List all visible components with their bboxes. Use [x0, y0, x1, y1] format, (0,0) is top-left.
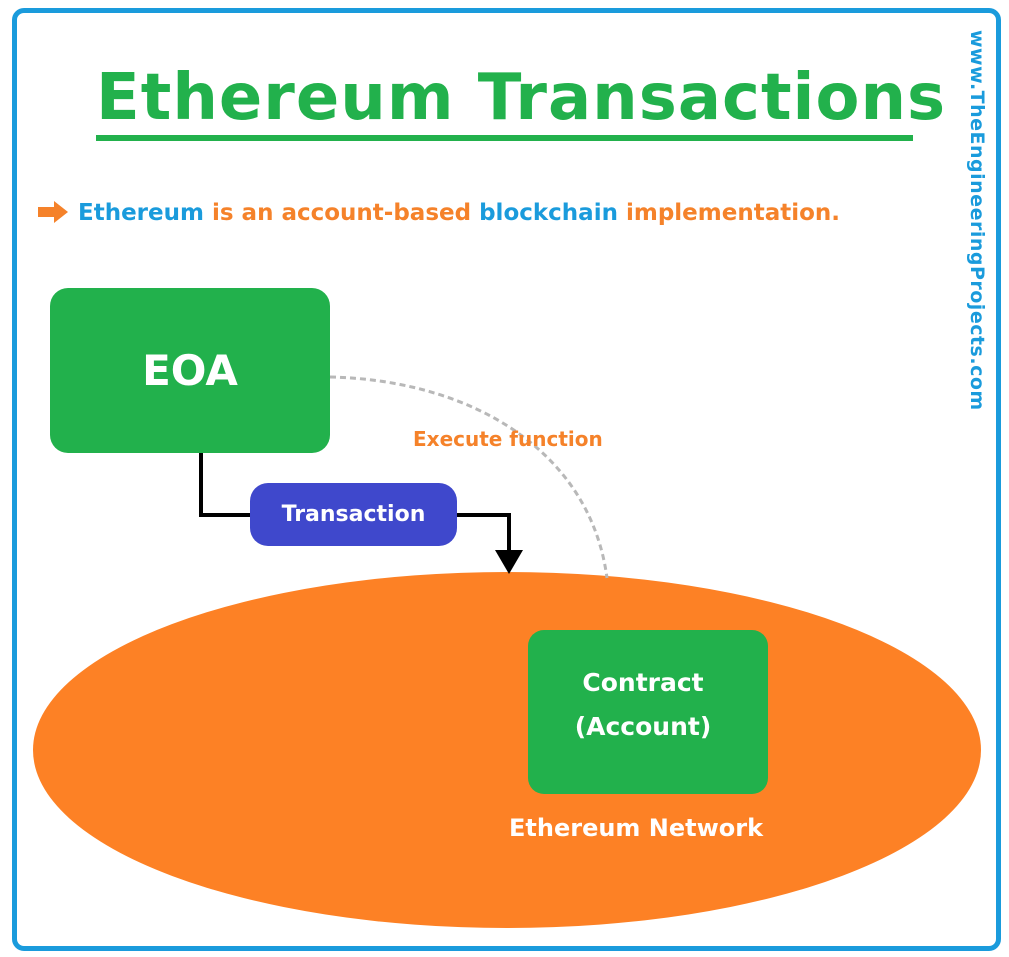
watermark: www.TheEngineeringProjects.com — [966, 30, 988, 411]
execute-function-label: Execute function — [413, 427, 603, 451]
transaction-to-network-connector — [455, 513, 511, 552]
transaction-label: Transaction — [281, 502, 426, 527]
eoa-label: EOA — [142, 346, 238, 395]
ethereum-network-label: Ethereum Network — [509, 814, 764, 842]
eoa-to-transaction-connector — [199, 453, 252, 517]
contract-label: Contract — [582, 668, 704, 697]
subtitle-ethereum: Ethereum — [78, 200, 204, 226]
subtitle-text-1: is an account-based — [203, 200, 480, 226]
page-title: Ethereum Transactions — [96, 61, 947, 135]
transaction-node: Transaction — [250, 483, 457, 546]
ethereum-network-ellipse — [33, 572, 981, 928]
subtitle-text-2: implementation. — [617, 200, 841, 226]
contract-account-node: Contract (Account) — [528, 630, 768, 794]
title-underline — [96, 135, 913, 141]
right-arrow-icon — [38, 201, 68, 223]
execute-function-dashed-curve — [329, 375, 609, 579]
subtitle-blockchain: blockchain — [479, 200, 618, 226]
arrowhead-down-icon — [495, 550, 523, 574]
subtitle: Ethereum is an account-based blockchain … — [36, 197, 840, 229]
account-label: (Account) — [574, 712, 712, 741]
eoa-node: EOA — [50, 288, 330, 453]
